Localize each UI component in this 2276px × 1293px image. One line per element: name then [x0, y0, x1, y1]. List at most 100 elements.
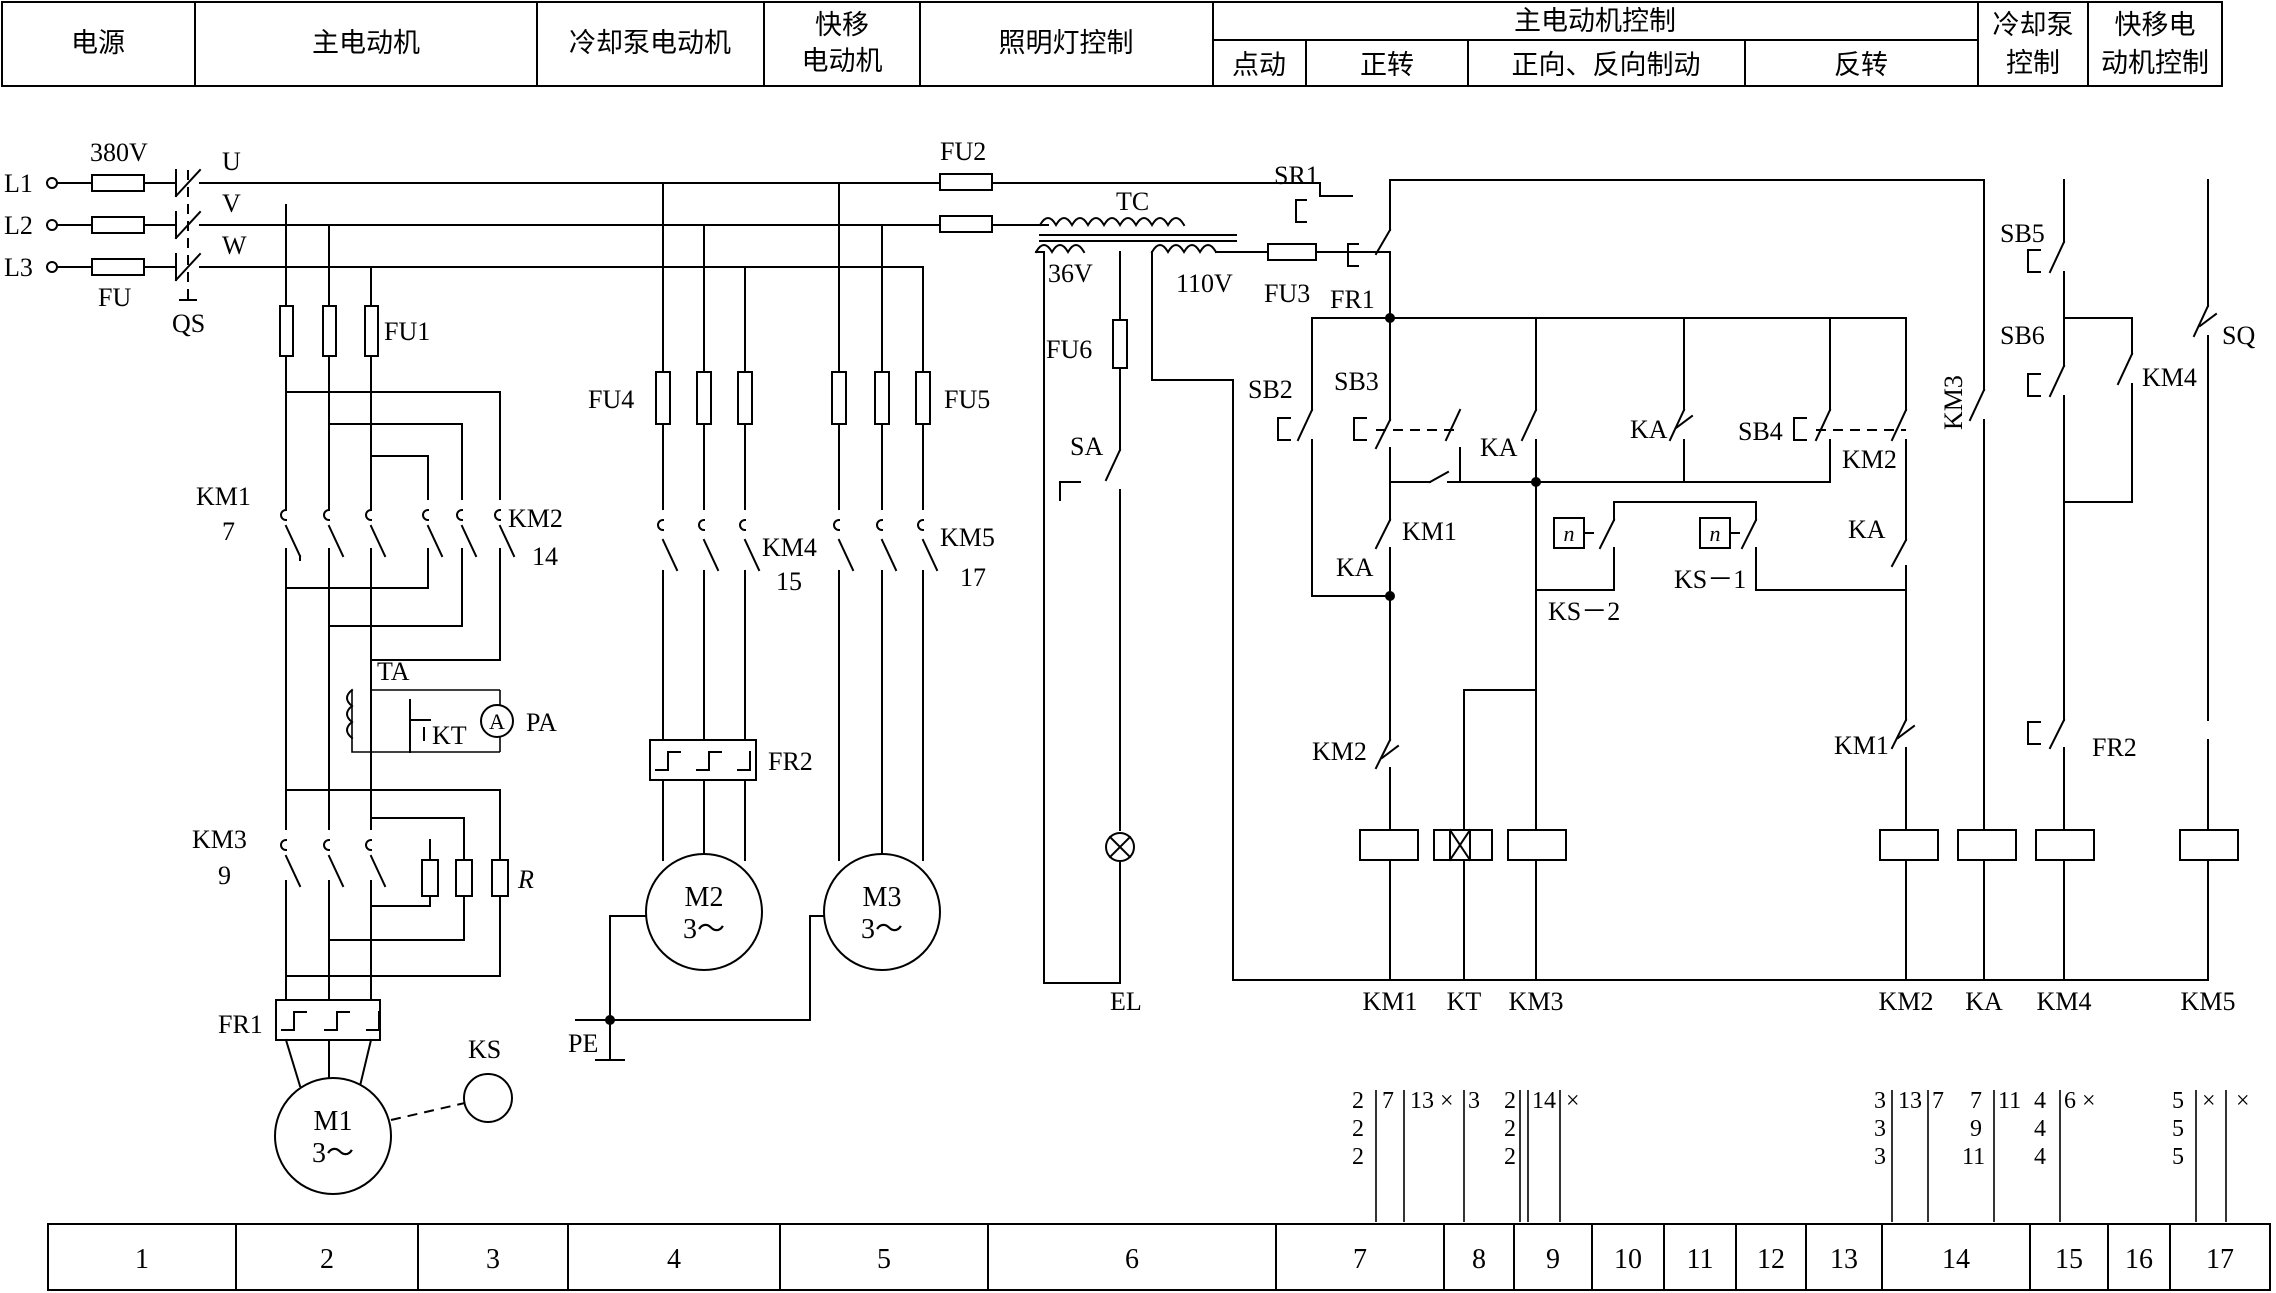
label-110v: 110V [1176, 269, 1233, 298]
label-km2-zone: 14 [532, 542, 558, 571]
label-sa: SA [1070, 432, 1103, 461]
main-motor-circuit: FU1 KM1 7 [192, 204, 563, 1195]
label-km2-selfhold: KM2 [1842, 445, 1897, 474]
control-circuit: SR1 FR1 SB2 SB3 KA [1248, 161, 2255, 1016]
coil-km4 [2035, 829, 2095, 861]
label-n-ks1: n [1710, 521, 1721, 546]
hdr-rapid-motor-1: 快移 [815, 10, 869, 41]
footer-zone-1: 1 [135, 1244, 149, 1275]
hdr-main-motor-control: 主电动机控制 [1514, 6, 1676, 37]
label-sb2: SB2 [1248, 375, 1293, 404]
label-r: R [517, 865, 534, 894]
ref-km4-1a: 4 [2034, 1088, 2046, 1114]
label-kt-contact: KT [432, 721, 467, 750]
footer-zone-10: 10 [1614, 1244, 1642, 1275]
hdr-coolant-motor: 冷却泵电动机 [569, 28, 731, 59]
terminal-l3 [46, 261, 58, 273]
label-380v: 380V [90, 138, 148, 167]
label-km5-contact: KM5 [940, 523, 995, 552]
label-m3-phase: 3～ [861, 914, 903, 945]
contact-km4-main [650, 510, 761, 572]
hdr-lighting: 照明灯控制 [999, 28, 1134, 59]
control-transformer: FU2 TC 36V 110V FU3 FU6 SA [939, 137, 1971, 1016]
label-m3: M3 [863, 882, 902, 913]
label-m2-phase: 3～ [683, 914, 725, 945]
ammeter-pa [480, 704, 514, 738]
coil-km1 [1359, 829, 1419, 861]
current-transformer-ta: A [346, 688, 514, 753]
hdr-power: 电源 [71, 28, 125, 59]
switch-qs [174, 168, 202, 301]
transformer-tc-36v [1034, 244, 1086, 255]
motor-m1 [274, 1077, 392, 1195]
resistor-r-1 [421, 859, 439, 897]
label-l1: L1 [4, 169, 33, 198]
ref-km4-1c: 4 [2034, 1144, 2046, 1170]
fuse-fu4-c [737, 371, 753, 425]
label-ks: KS [468, 1035, 501, 1064]
ref-km4-2a: 6 [2064, 1088, 2076, 1114]
ref-km2-1c: 3 [1874, 1144, 1886, 1170]
thermal-relay-fr1 [275, 999, 381, 1041]
power-supply: L1 L2 L3 380V FU QS U V W [4, 138, 1269, 338]
fuse-fu5-b [874, 371, 890, 425]
footer-zone-8: 8 [1472, 1244, 1486, 1275]
coil-label-km3: KM3 [1509, 987, 1564, 1016]
label-pe: PE [568, 1029, 598, 1058]
label-km1-selfhold: KM1 [1402, 517, 1457, 546]
ref-km5-2a: × [2202, 1088, 2216, 1114]
ref-km1-1a: 2 [1352, 1088, 1364, 1114]
coil-label-km2: KM2 [1879, 987, 1934, 1016]
ref-km4-2b: × [2082, 1088, 2096, 1114]
label-sb6: SB6 [2000, 321, 2045, 350]
coil-label-km4: KM4 [2037, 987, 2092, 1016]
label-km4-contact: KM4 [762, 533, 817, 562]
fuse-fu6 [1112, 319, 1128, 369]
fuse-fu2-a [939, 173, 993, 191]
label-a: A [489, 709, 505, 734]
label-fu1: FU1 [384, 317, 430, 346]
footer-zone-16: 16 [2125, 1244, 2153, 1275]
label-fu4: FU4 [588, 385, 634, 414]
label-u: U [222, 147, 241, 176]
label-m2: M2 [685, 882, 724, 913]
footer-zone-4: 4 [667, 1244, 681, 1275]
footer-zone-17: 17 [2206, 1244, 2234, 1275]
footer-zone-9: 9 [1546, 1244, 1560, 1275]
ref-km3-1a: 3 [1468, 1088, 1480, 1114]
label-km2-contact: KM2 [508, 504, 563, 533]
label-km1-interlock: KM1 [1834, 731, 1889, 760]
fuse-fu4-a [655, 371, 671, 425]
fuse-fu2-b [939, 215, 993, 233]
label-fr2-control: FR2 [2092, 733, 2137, 762]
label-fu5: FU5 [944, 385, 990, 414]
label-km1-zone: 7 [222, 517, 235, 546]
label-l2: L2 [4, 211, 33, 240]
hdr-rapid-motor-2: 电动机 [802, 46, 883, 77]
ref-ka-2a: 11 [1998, 1088, 2021, 1114]
ref-km1-2a: 7 [1382, 1088, 1394, 1114]
contact-km1-main [278, 499, 387, 561]
label-sr1: SR1 [1274, 161, 1319, 190]
hdr-forward: 正转 [1360, 50, 1414, 81]
ref-km3-2b: 2 [1504, 1116, 1516, 1142]
auxiliary-motors: FU4 FU5 KM4 15 KM5 17 [568, 182, 995, 1061]
hdr-rapid-control-2: 动机控制 [2101, 48, 2209, 79]
label-fu2: FU2 [940, 137, 986, 166]
contact-reference-grids: 2 2 2 7 13 × 3 2 2 2 14 × 3 3 3 13 7 7 9… [1352, 1088, 2250, 1222]
terminal-l2 [46, 219, 58, 231]
ref-km5-1b: 5 [2172, 1116, 2184, 1142]
contact-km2-main [420, 500, 516, 558]
label-fr2: FR2 [768, 747, 813, 776]
label-ks1: KS－1 [1674, 565, 1746, 594]
transformer-tc-110v [1150, 244, 1218, 255]
ref-km2-1a: 3 [1874, 1088, 1886, 1114]
ref-km2-3a: 7 [1932, 1088, 1944, 1114]
ref-km3-2c: 2 [1504, 1144, 1516, 1170]
hdr-coolant-control-2: 控制 [2006, 48, 2060, 79]
label-36v: 36V [1048, 259, 1093, 288]
lamp-el [1105, 832, 1135, 862]
footer-zone-7: 7 [1353, 1244, 1367, 1275]
